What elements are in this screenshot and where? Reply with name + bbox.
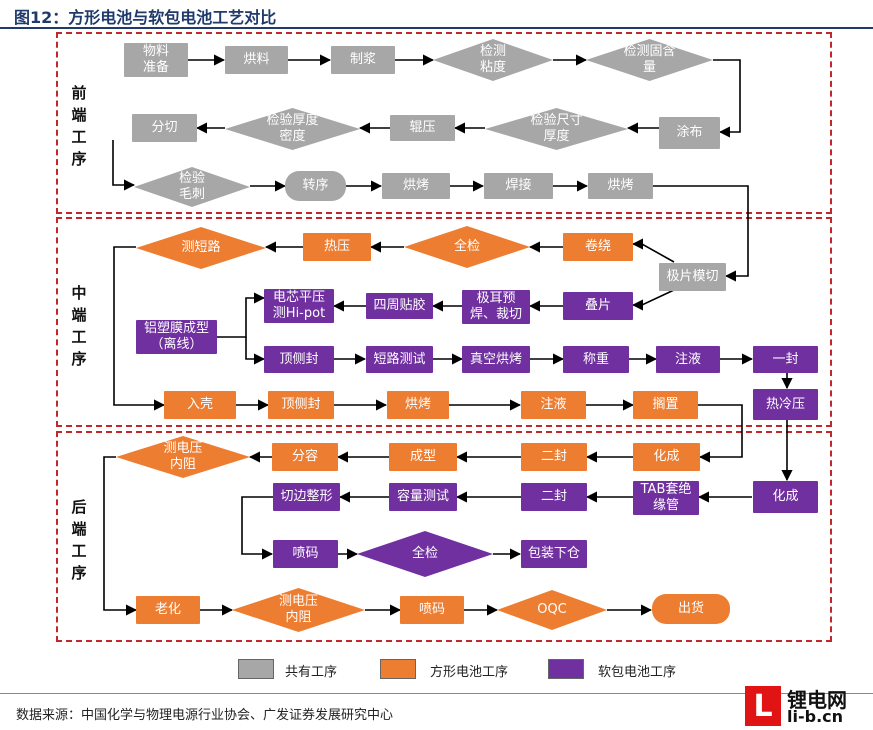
vacuum-baking-step: 真空烘烤 (462, 346, 530, 373)
winding-step: 卷绕 (563, 233, 633, 261)
legend-common-label: 共有工序 (285, 665, 338, 680)
edge-trim-step: 切边整形 (273, 483, 340, 511)
formation-square-step: 化成 (633, 443, 700, 471)
back-section (56, 431, 832, 642)
legend-common-swatch (238, 659, 274, 679)
legend-pouch-swatch (548, 659, 584, 679)
slurry-step: 制浆 (331, 46, 395, 74)
flat-press-hipot-step: 电芯平压测Hi-pot (264, 289, 334, 323)
weighing-step: 称重 (563, 346, 629, 373)
short-test-step: 短路测试 (366, 346, 433, 373)
baking-square-step: 烘烤 (387, 391, 449, 419)
front-section (56, 32, 832, 214)
title-divider (0, 27, 873, 29)
first-seal-step: 一封 (753, 346, 818, 373)
aging-step: 老化 (136, 596, 200, 624)
aging-rest-step: 搁置 (633, 391, 698, 419)
baking-step-2: 烘烤 (588, 173, 653, 199)
formation-pouch-step: 化成 (753, 481, 818, 513)
legend-pouch-label: 软包电池工序 (598, 665, 677, 680)
transfer-step: 转序 (285, 171, 346, 201)
back-section-label: 后端工序 (71, 498, 87, 582)
legend-square-label: 方形电池工序 (430, 665, 509, 680)
middle-section-label: 中端工序 (71, 284, 87, 368)
forming-step: 成型 (389, 443, 457, 471)
baking-step-1: 烘烤 (382, 173, 450, 199)
figure-title: 图12：方形电池与软包电池工艺对比 (14, 8, 277, 27)
inkjet-square-step: 喷码 (400, 596, 464, 624)
material-baking-step: 烘料 (225, 46, 288, 74)
middle-section (56, 217, 832, 427)
logo-name: 锂电网 (787, 688, 847, 712)
casing-step: 入壳 (164, 391, 236, 419)
hot-press-step: 热压 (303, 233, 371, 261)
material-prep-step: 物料准备 (124, 43, 188, 77)
data-source: 数据来源：中国化学与物理电源行业协会、广发证券发展研究中心 (16, 708, 394, 723)
packing-step: 包装下仓 (521, 540, 587, 568)
welding-step: 焊接 (484, 173, 553, 199)
shipment-step: 出货 (652, 594, 730, 624)
tab-insulation-step: TAB套绝缘管 (633, 481, 699, 515)
capacity-grading-step: 分容 (272, 443, 338, 471)
capacity-test-step: 容量测试 (389, 483, 457, 511)
stacking-step: 叠片 (563, 292, 633, 320)
inkjet-pouch-step: 喷码 (273, 540, 338, 568)
logo-mark: L (745, 686, 781, 726)
pouch-forming-step: 铝塑膜成型（离线） (136, 320, 217, 354)
footer-divider (0, 693, 873, 694)
tab-preweld-cut-step: 极耳预焊、裁切 (462, 290, 530, 324)
electrolyte-fill-pouch-step: 注液 (656, 346, 720, 373)
legend-square-swatch (380, 659, 416, 679)
slitting-step: 分切 (132, 114, 197, 142)
top-side-seal-pouch-step: 顶侧封 (264, 346, 334, 373)
second-seal-pouch-step: 二封 (521, 483, 587, 511)
coating-step: 涂布 (659, 117, 720, 149)
hot-cold-press-step: 热冷压 (753, 389, 818, 420)
front-section-label: 前端工序 (71, 84, 87, 168)
rolling-step: 辊压 (390, 115, 455, 141)
logo-url: li-b.cn (787, 707, 844, 726)
top-side-seal-square-step: 顶侧封 (268, 391, 334, 419)
electrolyte-fill-square-step: 注液 (521, 391, 586, 419)
electrode-die-cut-step: 极片模切 (659, 263, 726, 291)
perimeter-taping-step: 四周贴胶 (366, 293, 433, 319)
second-seal-square-step: 二封 (521, 443, 587, 471)
